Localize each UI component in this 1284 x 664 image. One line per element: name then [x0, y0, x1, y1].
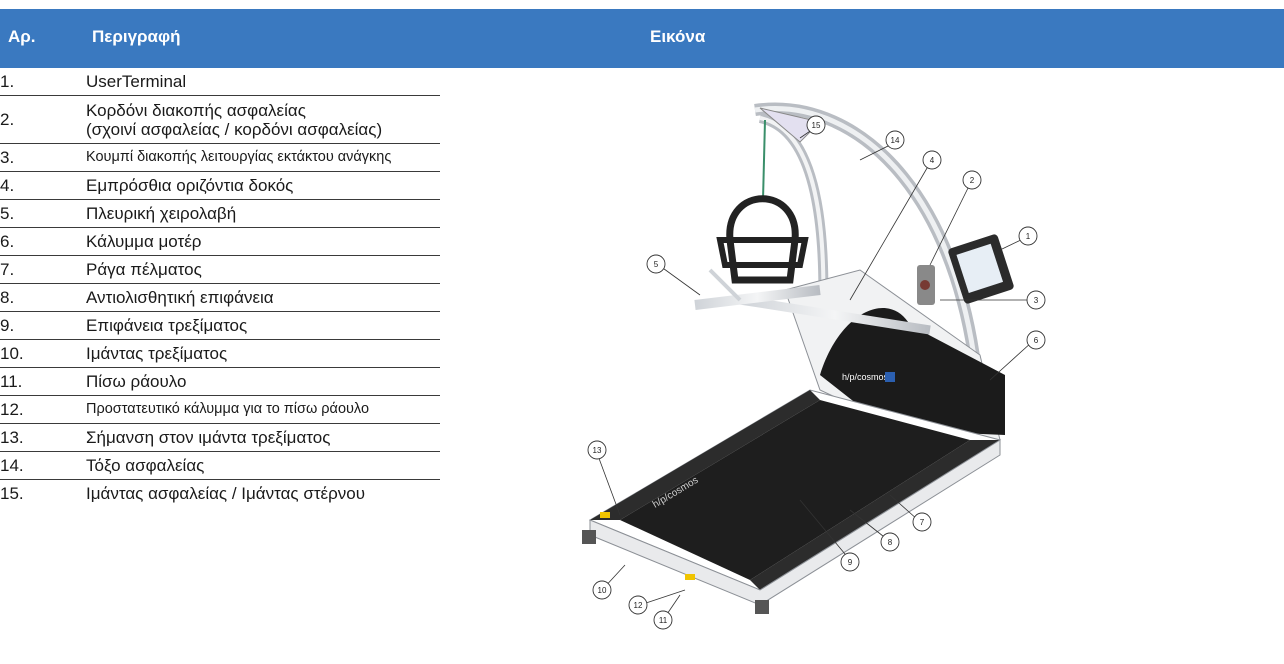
callout-3: 3: [1026, 290, 1046, 310]
callout-12: 12: [628, 595, 648, 615]
svg-text:14: 14: [891, 136, 900, 145]
svg-text:13: 13: [593, 446, 602, 455]
svg-text:2: 2: [970, 176, 975, 185]
callout-7: 7: [912, 512, 932, 532]
row-description: Κάλυμμα μοτέρ: [86, 232, 202, 251]
row-description: Επιφάνεια τρεξίματος: [86, 316, 248, 335]
callout-4: 4: [922, 150, 942, 170]
header-description: Περιγραφή: [92, 27, 181, 46]
row-number: 14.: [0, 456, 24, 475]
side-handrail: [694, 285, 821, 310]
row-description: Πλευρική χειρολαβή: [86, 204, 237, 223]
table-row: 6. Κάλυμμα μοτέρ: [0, 228, 440, 256]
svg-text:8: 8: [888, 538, 893, 547]
svg-text:3: 3: [1034, 296, 1039, 305]
callout-13: 13: [587, 440, 607, 460]
row-description-line1: Κορδόνι διακοπής ασφαλείας: [86, 101, 306, 120]
row-number: 13.: [0, 428, 24, 447]
table-row: 9. Επιφάνεια τρεξίματος: [0, 312, 440, 340]
table-row: 5. Πλευρική χειρολαβή: [0, 200, 440, 228]
row-number: 11.: [0, 372, 23, 391]
table-row: 13. Σήμανση στον ιμάντα τρεξίματος: [0, 424, 440, 452]
row-number: 6.: [0, 232, 15, 251]
svg-text:7: 7: [920, 518, 925, 527]
row-number: 12.: [0, 400, 24, 419]
row-number: 3.: [0, 148, 15, 167]
svg-text:6: 6: [1034, 336, 1039, 345]
table-row: 7. Ράγα πέλματος: [0, 256, 440, 284]
svg-text:4: 4: [930, 156, 935, 165]
callout-1: 1: [1018, 226, 1038, 246]
svg-text:9: 9: [848, 558, 853, 567]
callout-8: 8: [880, 532, 900, 552]
table-row: 2. Κορδόνι διακοπής ασφαλείας (σχοινί ασ…: [0, 96, 440, 144]
table-row: 4. Εμπρόσθια οριζόντια δοκός: [0, 172, 440, 200]
svg-text:1: 1: [1026, 232, 1031, 241]
callout-10: 10: [592, 580, 612, 600]
table-row: 1. UserTerminal: [0, 68, 440, 96]
svg-text:5: 5: [654, 260, 659, 269]
table-row: 15. Ιμάντας ασφαλείας / Ιμάντας στέρνου: [0, 480, 440, 507]
parts-list: 1. UserTerminal 2. Κορδόνι διακοπής ασφα…: [0, 68, 440, 507]
row-number: 8.: [0, 288, 15, 307]
row-description: Σήμανση στον ιμάντα τρεξίματος: [86, 428, 331, 447]
svg-text:10: 10: [598, 586, 607, 595]
row-description: Ιμάντας τρεξίματος: [86, 344, 228, 363]
treadmill-illustration: h/p/cosmos h/p/cosmos: [582, 102, 1046, 630]
row-description: Τόξο ασφαλείας: [86, 456, 205, 475]
table-header: Αρ. Περιγραφή Εικόνα: [0, 9, 1284, 68]
step-rail-right: [750, 440, 1000, 590]
svg-text:11: 11: [659, 616, 668, 625]
table-row: 8. Αντιολισθητική επιφάνεια: [0, 284, 440, 312]
row-number: 15.: [0, 484, 24, 503]
row-description: Κορδόνι διακοπής ασφαλείας (σχοινί ασφαλ…: [86, 101, 382, 139]
row-description: UserTerminal: [86, 72, 187, 91]
callout-14: 14: [885, 130, 905, 150]
row-description: Πίσω ράουλο: [86, 372, 187, 391]
row-description: Ιμάντας ασφαλείας / Ιμάντας στέρνου: [86, 484, 366, 503]
header-image: Εικόνα: [650, 27, 706, 46]
svg-text:12: 12: [634, 601, 643, 610]
row-number: 10.: [0, 344, 24, 363]
svg-text:15: 15: [812, 121, 821, 130]
row-description: Εμπρόσθια οριζόντια δοκός: [86, 176, 294, 195]
running-belt: [620, 400, 970, 580]
table-row: 11. Πίσω ράουλο: [0, 368, 440, 396]
table-row: 10. Ιμάντας τρεξίματος: [0, 340, 440, 368]
row-description: Κουμπί διακοπής λειτουργίας εκτάκτου ανά…: [86, 149, 392, 165]
callout-15: 15: [806, 115, 826, 135]
table-row: 14. Τόξο ασφαλείας: [0, 452, 440, 480]
row-description: Ράγα πέλματος: [86, 260, 202, 279]
header-number: Αρ.: [8, 27, 36, 46]
row-number: 2.: [0, 110, 15, 129]
table-row: 3. Κουμπί διακοπής λειτουργίας εκτάκτου …: [0, 144, 440, 172]
row-number: 4.: [0, 176, 15, 195]
table-row: 12. Προστατευτικό κάλυμμα για το πίσω ρά…: [0, 396, 440, 424]
row-number: 1.: [0, 72, 15, 91]
callout-9: 9: [840, 552, 860, 572]
callout-11: 11: [653, 610, 673, 630]
step-rail-left: [590, 390, 820, 520]
callout-6: 6: [1026, 330, 1046, 350]
callout-5: 5: [646, 254, 666, 274]
callout-2: 2: [962, 170, 982, 190]
row-number: 7.: [0, 260, 15, 279]
front-crossbar: [739, 295, 931, 335]
row-description: Προστατευτικό κάλυμμα για το πίσω ράουλο: [86, 401, 370, 417]
cover-brand: h/p/cosmos: [842, 372, 889, 382]
row-description: Αντιολισθητική επιφάνεια: [86, 288, 274, 307]
row-number: 9.: [0, 316, 15, 335]
row-number: 5.: [0, 204, 15, 223]
row-description-line2: (σχοινί ασφαλείας / κορδόνι ασφαλείας): [86, 120, 383, 139]
